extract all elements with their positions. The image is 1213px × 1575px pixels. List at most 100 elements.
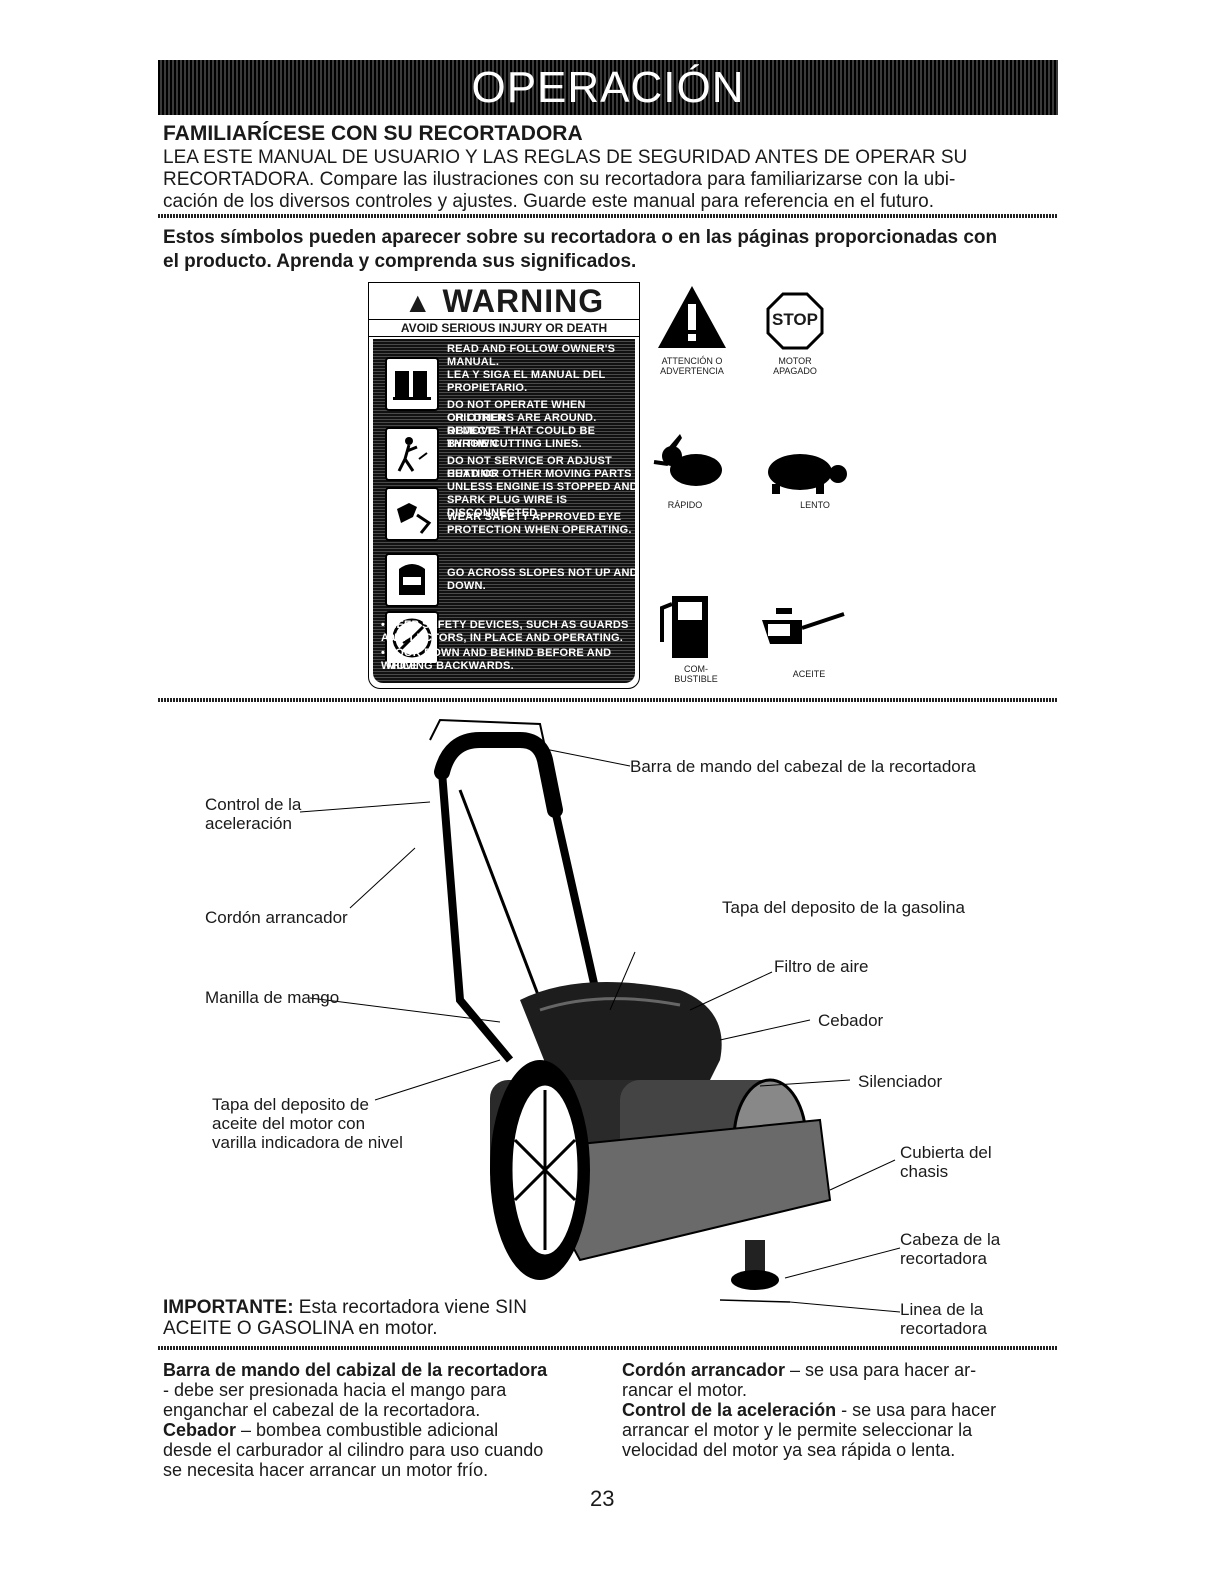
oil-label: ACEITE: [792, 669, 826, 679]
section-title: OPERACIÓN: [471, 62, 745, 112]
desc-text: – bombea combustible adicional: [236, 1420, 499, 1440]
callout-line: aceite del motor con: [212, 1114, 366, 1133]
callout-line: Control de la: [205, 795, 302, 814]
description-left: Barra de mando del cabizal de la recorta…: [163, 1360, 603, 1480]
hand-cut-icon: [385, 487, 439, 541]
desc-title: Cebador: [163, 1420, 237, 1440]
warning-text: GO ACROSS SLOPES NOT UP AND: [447, 567, 638, 579]
desc-text: velocidad del motor ya sea rápida o lent…: [622, 1440, 956, 1460]
warning-title: ▲ WARNING: [369, 283, 639, 319]
intro-line: cación de los diversos controles y ajust…: [163, 191, 934, 212]
section-banner: OPERACIÓN: [158, 60, 1058, 115]
callout-gas-cap: Tapa del deposito de la gasolina: [722, 898, 965, 917]
desc-text: – se usa para hacer ar-: [785, 1360, 977, 1380]
desc-text: desde el carburador al cilindro para uso…: [163, 1440, 544, 1460]
symbols-intro: Estos símbolos pueden aparecer sobre su …: [163, 226, 1053, 274]
warning-subtitle: AVOID SERIOUS INJURY OR DEATH: [369, 319, 639, 337]
warning-text: MANUAL.: [447, 356, 500, 368]
warning-title-text: WARNING: [442, 283, 605, 319]
warning-text: • KEEP SAFETY DEVICES, SUCH AS GUARDS AN…: [381, 619, 629, 644]
motor-off-label-line: MOTOR: [778, 356, 812, 366]
callout-line: recortadora: [900, 1249, 987, 1268]
oil-can-icon: [762, 608, 845, 644]
callout-oil-cap: Tapa del deposito de aceite del motor co…: [212, 1095, 403, 1152]
warning-label: ▲ WARNING AVOID SERIOUS INJURY OR DEATH …: [368, 282, 640, 689]
warning-text: WEAR SAFETY APPROVED EYE: [447, 511, 622, 523]
desc-title: Cordón arrancador: [622, 1360, 786, 1380]
callout-muffler: Silenciador: [858, 1072, 943, 1091]
warning-text: LEA Y SIGA EL MANUAL DEL: [447, 369, 606, 381]
attention-label-line: ADVERTENCIA: [660, 366, 724, 376]
callout-handle-knob: Manilla de mango: [205, 988, 340, 1007]
warning-text: SPARK PLUG WIRE IS DISCONNECTED.: [447, 494, 568, 519]
familiarize-intro: LEA ESTE MANUAL DE USUARIO Y LAS REGLAS …: [163, 147, 1043, 213]
callout-line: aceleración: [205, 814, 292, 833]
desc-text: se necesita hacer arrancar un motor frío…: [163, 1460, 489, 1480]
attention-label: ATTENCIÓN O ADVERTENCIA: [644, 356, 740, 376]
motor-off-label: MOTOR APAGADO: [750, 356, 840, 376]
important-text: Esta recortadora viene SIN: [293, 1297, 527, 1318]
warning-text: PROPIETARIO.: [447, 382, 528, 394]
desc-text: - debe ser presionada hacia el mango par…: [163, 1380, 507, 1400]
fuel-label: COM- BUSTIBLE: [656, 664, 736, 684]
desc-text: rancar el motor.: [622, 1380, 748, 1400]
intro-line: RECORTADORA. Compare las ilustraciones c…: [163, 169, 956, 190]
warning-text: UNLESS ENGINE IS STOPPED AND: [447, 481, 638, 493]
stop-sign-icon: [766, 292, 824, 350]
desc-text: arrancar el motor y le permite seleccion…: [622, 1420, 973, 1440]
callout-throttle: Control de la aceleración: [205, 795, 301, 833]
description-right: Cordón arrancador – se usa para hacer ar…: [622, 1360, 1052, 1460]
warning-body: [373, 339, 635, 683]
symbols-intro-line: el producto. Aprenda y comprenda sus sig…: [163, 251, 637, 272]
warning-text: PROTECTION WHEN OPERATING.: [447, 524, 632, 536]
warning-text: READ AND FOLLOW OWNER'S: [447, 343, 616, 355]
warning-text: HEAD OR OTHER MOVING PARTS: [447, 468, 632, 480]
eye-protection-icon: [385, 553, 439, 607]
callout-starter-cord: Cordón arrancador: [205, 908, 348, 927]
book-icon: [385, 357, 439, 411]
callout-line: Linea de la: [900, 1300, 984, 1319]
desc-title: Control de la aceleración: [622, 1400, 837, 1420]
callout-deck: Cubierta del chasis: [900, 1143, 992, 1181]
warning-text: OBJECTS THAT COULD BE THROWN: [447, 425, 596, 450]
important-text: ACEITE O GASOLINA en motor.: [163, 1318, 438, 1339]
turtle-slow-icon: [768, 454, 847, 494]
familiarize-heading: FAMILIARÍCESE CON SU RECORTADORA: [163, 122, 583, 145]
fuel-pump-icon: [660, 596, 708, 658]
fuel-label-line: BUSTIBLE: [674, 674, 718, 684]
callout-line: recortadora: [900, 1319, 987, 1338]
warning-triangle-icon: ▲: [403, 287, 433, 318]
callout-trimmer-bar: Barra de mando del cabezal de la recorta…: [630, 757, 976, 776]
thrown-object-icon: [385, 427, 439, 481]
divider: [158, 698, 1058, 702]
attention-label-line: ATTENCIÓN O: [661, 356, 723, 366]
warning-text: • LOOK DOWN AND BEHIND BEFORE AND WHILE: [381, 647, 612, 672]
divider: [158, 1346, 1058, 1350]
callout-trimmer-head: Cabeza de la recortadora: [900, 1230, 1000, 1268]
page-number: 23: [590, 1486, 615, 1511]
slow-label: LENTO: [800, 500, 830, 510]
callout-line: chasis: [900, 1162, 949, 1181]
warning-text: MOVING BACKWARDS.: [387, 660, 514, 672]
callout-line: Cubierta del: [900, 1143, 992, 1162]
warning-text: DOWN.: [447, 580, 486, 592]
attention-triangle-icon: [658, 286, 726, 348]
important-note: IMPORTANTE: Esta recortadora viene SIN A…: [163, 1297, 527, 1339]
warning-text: DO NOT OPERATE WHEN CHILDREN: [447, 399, 586, 424]
symbols-intro-line: Estos símbolos pueden aparecer sobre su …: [163, 227, 998, 248]
callout-primer: Cebador: [818, 1011, 884, 1030]
important-label: IMPORTANTE:: [163, 1297, 294, 1318]
divider: [158, 214, 1058, 218]
callout-line: Cabeza de la: [900, 1230, 1001, 1249]
callout-line: varilla indicadora de nivel: [212, 1133, 403, 1152]
desc-text: - se usa para hacer: [836, 1400, 997, 1420]
no-slope-icon: [385, 611, 439, 665]
fuel-label-line: COM-: [684, 664, 708, 674]
motor-off-label-line: APAGADO: [773, 366, 817, 376]
warning-text: DEFLECTORS, IN PLACE AND OPERATING.: [387, 632, 623, 644]
rabbit-fast-icon: [653, 434, 722, 486]
fast-label: RÁPIDO: [667, 500, 703, 510]
desc-title: Barra de mando del cabizal de la recorta…: [163, 1360, 548, 1380]
warning-text: OR OTHERS ARE AROUND. REMOVE: [447, 412, 597, 437]
callout-air-filter: Filtro de aire: [774, 957, 869, 976]
